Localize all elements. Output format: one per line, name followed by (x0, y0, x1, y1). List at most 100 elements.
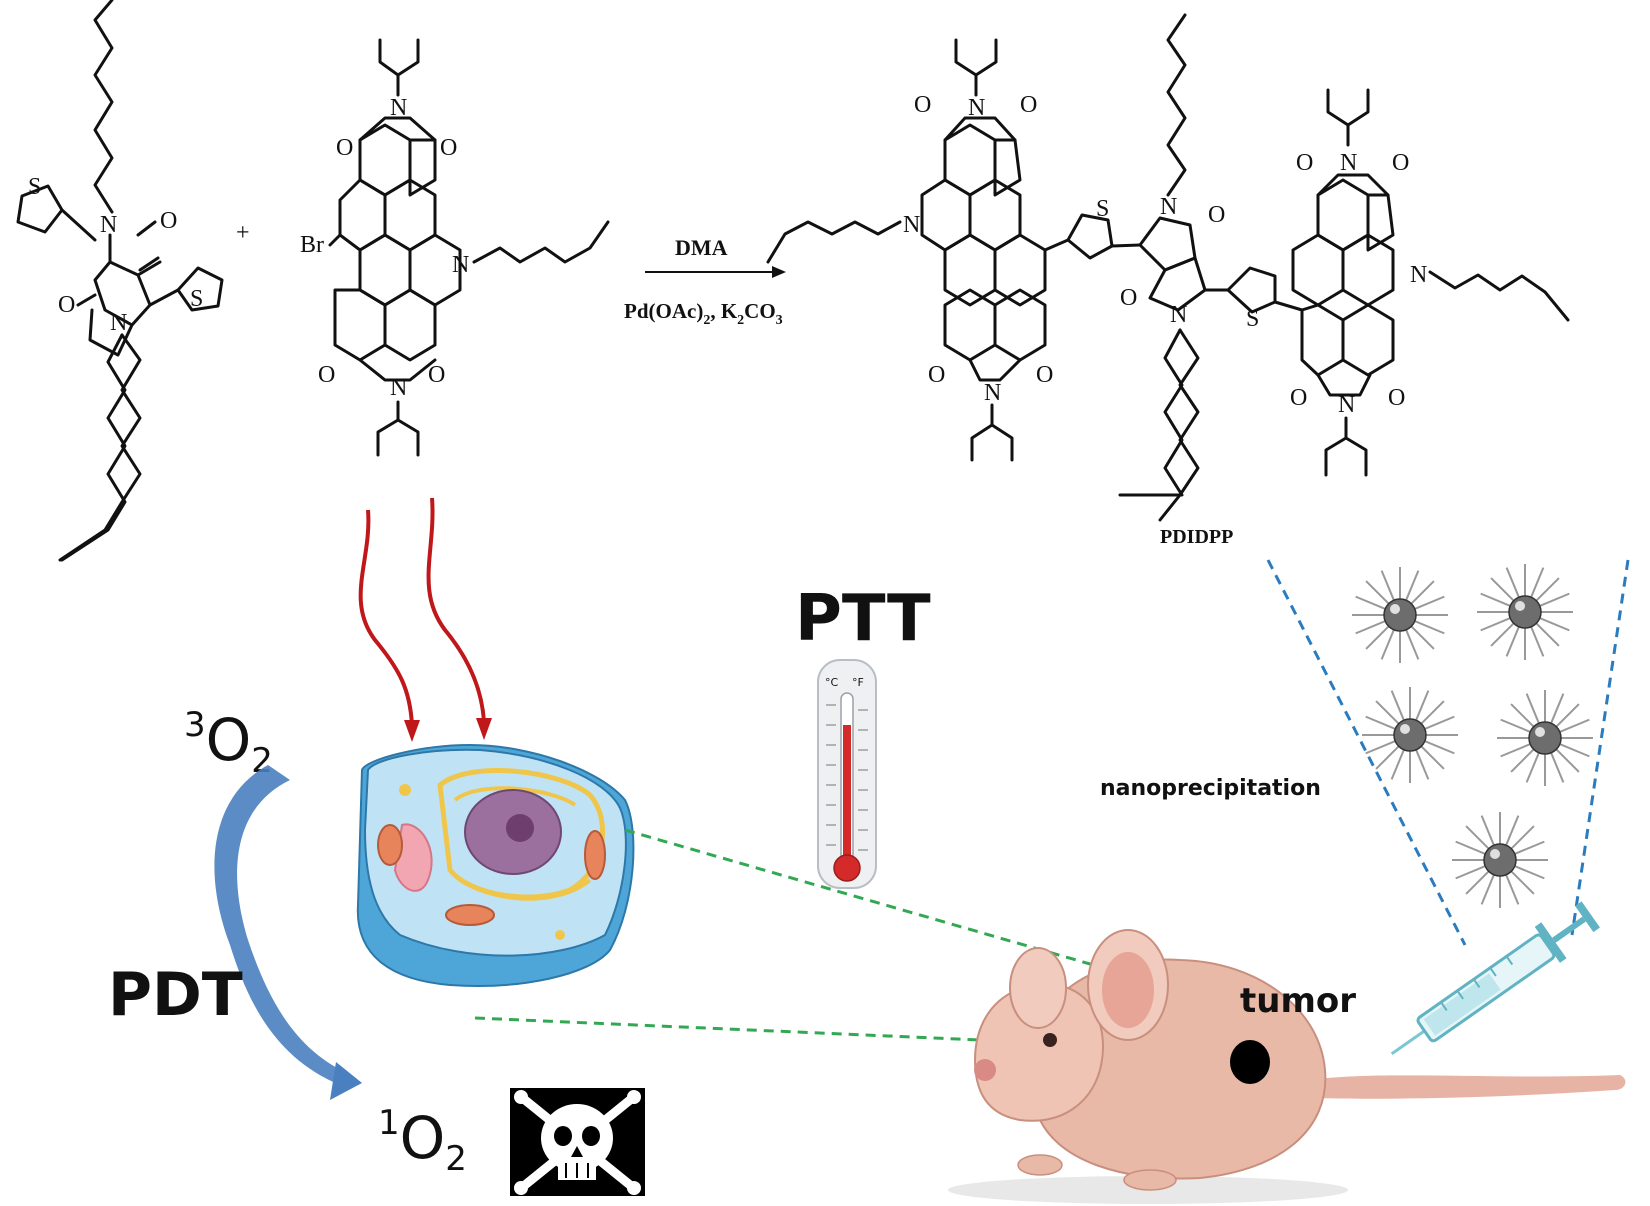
s-atom-label: S (28, 174, 41, 200)
s-atom-label: S (190, 286, 203, 312)
svg-text:S: S (28, 174, 41, 200)
n-atom-label: N (390, 375, 407, 401)
svg-text:N: N (390, 95, 407, 121)
svg-text:O: O (318, 362, 335, 388)
svg-text:N: N (1340, 150, 1357, 176)
n-atom-label: N (984, 380, 1001, 406)
svg-text:N: N (903, 212, 920, 238)
light-arrows (358, 497, 492, 742)
svg-text:N: N (100, 212, 117, 238)
reaction-arrow (645, 266, 786, 278)
o-atom-label: O (1388, 385, 1405, 411)
o-atom-label: O (1296, 150, 1313, 176)
nanoparticle-icon (1352, 567, 1448, 663)
svg-text:+: + (236, 220, 250, 246)
n-atom-label: N (968, 95, 985, 121)
svg-text:PDT: PDT (108, 960, 243, 1030)
svg-text:O: O (1020, 92, 1037, 118)
svg-text:O: O (1290, 385, 1307, 411)
svg-text:O: O (160, 208, 177, 234)
n-atom-label: N (110, 310, 127, 336)
nanoparticle-icon (1452, 812, 1548, 908)
pdt-label: PDT (108, 960, 243, 1030)
triplet-oxygen-label: 3O2 (184, 705, 273, 781)
o-atom-label: O (318, 362, 335, 388)
svg-text:O: O (58, 292, 75, 318)
svg-text:O: O (1388, 385, 1405, 411)
svg-text:N: N (1160, 194, 1177, 220)
svg-text:O: O (1036, 362, 1053, 388)
plus-sign: + (236, 220, 250, 246)
svg-text:3O2: 3O2 (184, 705, 273, 781)
svg-text:Br: Br (300, 232, 324, 258)
svg-text:O: O (928, 362, 945, 388)
svg-text:O: O (428, 362, 445, 388)
nanoparticle-group (1352, 564, 1593, 908)
svg-text:PDIDPP: PDIDPP (1160, 526, 1233, 548)
o-atom-label: O (1290, 385, 1307, 411)
syringe-icon (1390, 901, 1600, 1056)
nanoparticle-icon (1477, 564, 1573, 660)
o-atom-label: O (1020, 92, 1037, 118)
pdt-cycle-arrow (214, 765, 362, 1100)
nanoparticle-icon (1362, 687, 1458, 783)
svg-text:S: S (190, 286, 203, 312)
svg-text:N: N (390, 375, 407, 401)
o-atom-label: O (1036, 362, 1053, 388)
n-atom-label: N (452, 252, 469, 278)
n-atom-label: N (903, 212, 920, 238)
svg-text:O: O (1296, 150, 1313, 176)
dpp-monomer-structure: N O O N S S (16, 0, 224, 562)
tumor-marker (1230, 1040, 1270, 1084)
solvent-label: DMA (675, 235, 728, 260)
svg-text:N: N (1170, 302, 1187, 328)
o-atom-label: O (160, 208, 177, 234)
s-atom-label: S (1246, 306, 1259, 332)
svg-text:O: O (1392, 150, 1409, 176)
pdidpp-product-structure: N O O N N O O S N O N O (766, 13, 1570, 522)
n-atom-label: N (1160, 194, 1177, 220)
br-atom-label: Br (300, 232, 324, 258)
cell-illustration (356, 743, 635, 987)
n-atom-label: N (390, 95, 407, 121)
svg-text:O: O (336, 135, 353, 161)
svg-text:O: O (914, 92, 931, 118)
product-name-label: PDIDPP (1160, 526, 1233, 548)
bromo-pdi-structure: N O O Br N N O O (300, 38, 610, 457)
ptt-label: PTT (795, 582, 931, 656)
svg-text:O: O (1120, 285, 1137, 311)
svg-text:N: N (1410, 262, 1427, 288)
svg-text:°C: °C (825, 676, 839, 689)
zoom-lines-blue (1266, 559, 1630, 946)
nanoparticle-icon (1497, 690, 1593, 786)
svg-text:S: S (1096, 196, 1109, 222)
svg-text:DMA: DMA (675, 235, 728, 260)
svg-text:N: N (452, 252, 469, 278)
svg-text:1O2: 1O2 (378, 1103, 467, 1179)
svg-text:Pd(OAc)2, K2CO3: Pd(OAc)2, K2CO3 (624, 299, 783, 328)
o-atom-label: O (440, 135, 457, 161)
n-atom-label: N (1340, 150, 1357, 176)
svg-text:nanoprecipitation: nanoprecipitation (1100, 776, 1321, 801)
svg-text:S: S (1246, 306, 1259, 332)
o-atom-label: O (928, 362, 945, 388)
singlet-oxygen-label: 1O2 (378, 1103, 467, 1179)
svg-text:N: N (984, 380, 1001, 406)
svg-text:O: O (1208, 202, 1225, 228)
o-atom-label: O (336, 135, 353, 161)
mouse-illustration (948, 929, 1626, 1204)
svg-text:N: N (110, 310, 127, 336)
o-atom-label: O (1392, 150, 1409, 176)
svg-text:PTT: PTT (795, 582, 931, 656)
n-atom-label: N (100, 212, 117, 238)
n-atom-label: N (1338, 392, 1355, 418)
svg-text:tumor: tumor (1240, 981, 1356, 1021)
o-atom-label: O (1120, 285, 1137, 311)
svg-text:O: O (440, 135, 457, 161)
skull-crossbones-icon (510, 1088, 645, 1196)
catalyst-label: Pd(OAc)2, K2CO3 (624, 299, 783, 328)
nanoprecipitation-label: nanoprecipitation (1100, 776, 1321, 801)
tumor-label: tumor (1240, 981, 1356, 1021)
o-atom-label: O (428, 362, 445, 388)
